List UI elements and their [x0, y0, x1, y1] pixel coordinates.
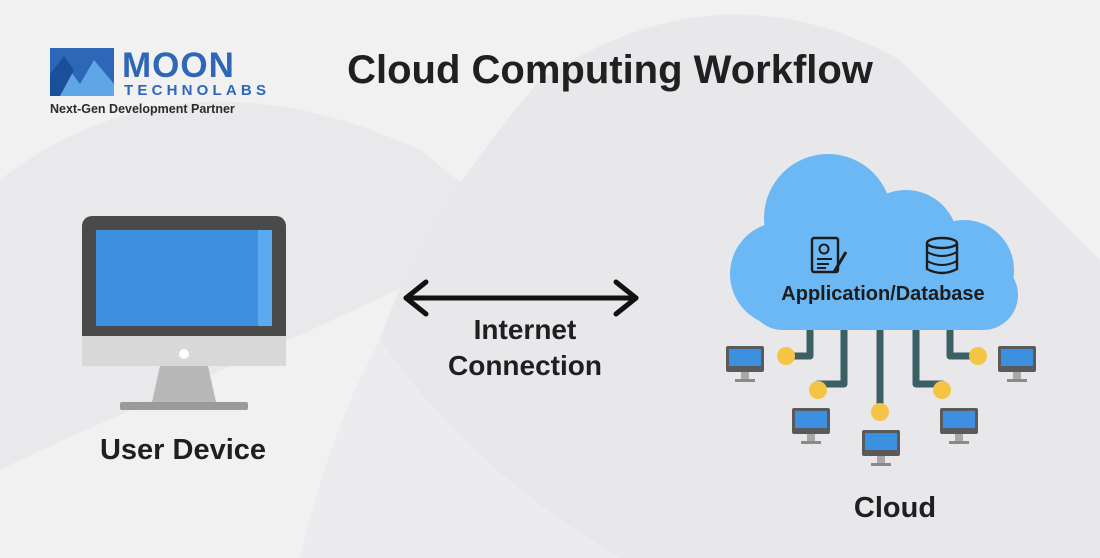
page-title: Cloud Computing Workflow [347, 48, 873, 92]
brand-tagline: Next-Gen Development Partner [50, 102, 235, 116]
moon-logo-mark-icon [50, 48, 114, 96]
cloud-shape [730, 154, 1018, 330]
user-device-monitor-icon [82, 216, 286, 410]
connection-label-line1: Internet [473, 314, 577, 345]
network-nodes [777, 347, 987, 421]
client-monitor-icon [940, 408, 978, 444]
user-device-label: User Device [99, 434, 267, 466]
connection-label: Internet Connection [420, 312, 630, 384]
cloud-label: Cloud [853, 492, 937, 524]
connection-label-line2: Connection [448, 350, 602, 381]
network-cables [784, 322, 982, 416]
brand-name: MOON [122, 46, 235, 85]
client-monitor-icon [998, 346, 1036, 382]
client-monitor-icon [792, 408, 830, 444]
application-form-icon [810, 236, 848, 274]
brand-subname: TECHNOLABS [124, 82, 271, 99]
database-icon [925, 236, 959, 275]
arrow-double-icon [403, 279, 639, 317]
brand-logo: MOON TECHNOLABS Next-Gen Development Par… [50, 44, 266, 118]
client-monitor-icon [726, 346, 764, 382]
cloud-service-label: Application/Database [781, 283, 985, 305]
client-monitor-icon [862, 430, 900, 466]
client-monitors [726, 346, 1036, 466]
cloud-network-diagram [726, 154, 1036, 466]
